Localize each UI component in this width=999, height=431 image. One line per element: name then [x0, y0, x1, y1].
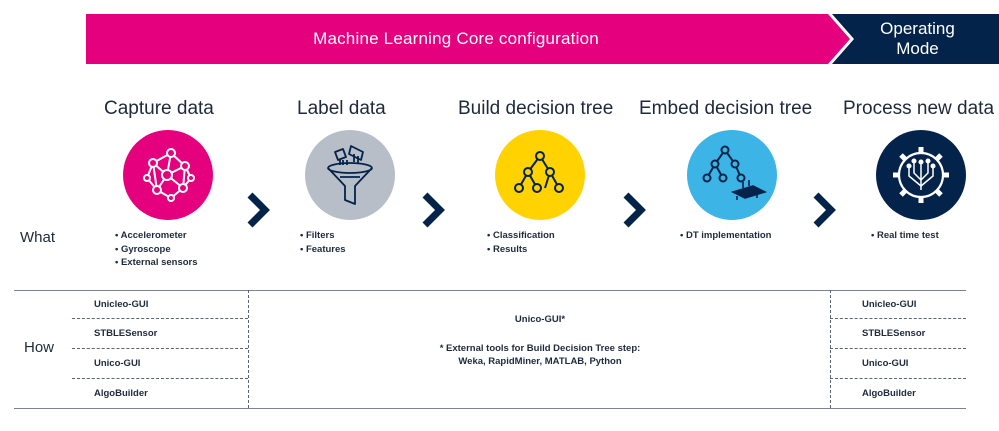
how-top-divider [14, 290, 966, 291]
chevron-right-icon [422, 192, 445, 228]
right-tool-algobuilder: AlgoBuilder [862, 388, 916, 399]
bullet-item: Gyroscope [115, 243, 198, 257]
bullet-item: Features [300, 243, 346, 257]
how-left-column-divider [248, 290, 249, 408]
stage-title-embed: Embed decision tree [639, 98, 813, 119]
center-note-line1: * External tools for Build Decision Tree… [439, 343, 641, 354]
operating-mode-line1: Operating [880, 19, 955, 38]
left-tool-algobuilder: AlgoBuilder [94, 388, 148, 399]
left-tool-unico: Unico-GUI [94, 358, 141, 369]
decision-tree-icon [495, 130, 585, 220]
row-divider [830, 378, 966, 379]
stage-title-process: Process new data [843, 98, 995, 119]
chevron-right-icon [247, 192, 270, 228]
row-divider [72, 318, 248, 319]
bullet-item: Filters [300, 229, 346, 243]
left-tool-stblesensor: STBLESensor [94, 328, 158, 339]
left-tool-unicleo: Unicleo-GUI [94, 299, 149, 310]
bullet-item: DT implementation [680, 229, 772, 243]
how-right-column-divider [830, 290, 831, 408]
stage-title-label: Label data [297, 98, 386, 119]
process-banner: Machine Learning Core configuration Oper… [0, 0, 999, 68]
right-tool-stblesensor: STBLESensor [862, 328, 926, 339]
label-bullets: Filters Features [300, 229, 346, 256]
bullet-item: External sensors [115, 256, 198, 270]
stage-title-build: Build decision tree [458, 98, 614, 119]
bullet-item: Results [487, 243, 555, 257]
configuration-arrow [86, 14, 850, 64]
bullet-item: Classification [487, 229, 555, 243]
right-tool-unico: Unico-GUI [862, 358, 909, 369]
chevron-right-icon [623, 192, 646, 228]
bullet-item: Real time test [871, 229, 939, 243]
row-divider [72, 378, 248, 379]
filter-funnel-icon [305, 130, 395, 220]
operating-mode-arrow [832, 14, 999, 64]
how-row-label: How [24, 339, 55, 356]
center-note-line2: Weka, RapidMiner, MATLAB, Python [458, 356, 622, 367]
what-row-label: What [20, 229, 56, 246]
bullet-item: Accelerometer [115, 229, 198, 243]
how-bottom-divider [14, 408, 966, 409]
configuration-label: Machine Learning Core configuration [313, 29, 599, 48]
row-divider [830, 348, 966, 349]
embed-bullets: DT implementation [680, 229, 772, 243]
row-divider [72, 348, 248, 349]
process-bullets: Real time test [871, 229, 939, 243]
build-bullets: Classification Results [487, 229, 555, 256]
embedded-tree-chip-icon [687, 130, 777, 220]
chevron-right-icon [813, 192, 836, 228]
operating-mode-label: Operating Mode [850, 19, 985, 59]
center-tool: Unico-GUI* [514, 314, 566, 325]
capture-bullets: Accelerometer Gyroscope External sensors [115, 229, 198, 270]
right-tool-unicleo: Unicleo-GUI [862, 299, 917, 310]
network-nodes-icon [123, 130, 213, 220]
operating-mode-line2: Mode [896, 39, 939, 58]
row-divider [830, 318, 966, 319]
banner-arrows [86, 14, 999, 64]
stage-title-capture: Capture data [104, 98, 214, 119]
gear-circuit-icon [876, 130, 966, 220]
